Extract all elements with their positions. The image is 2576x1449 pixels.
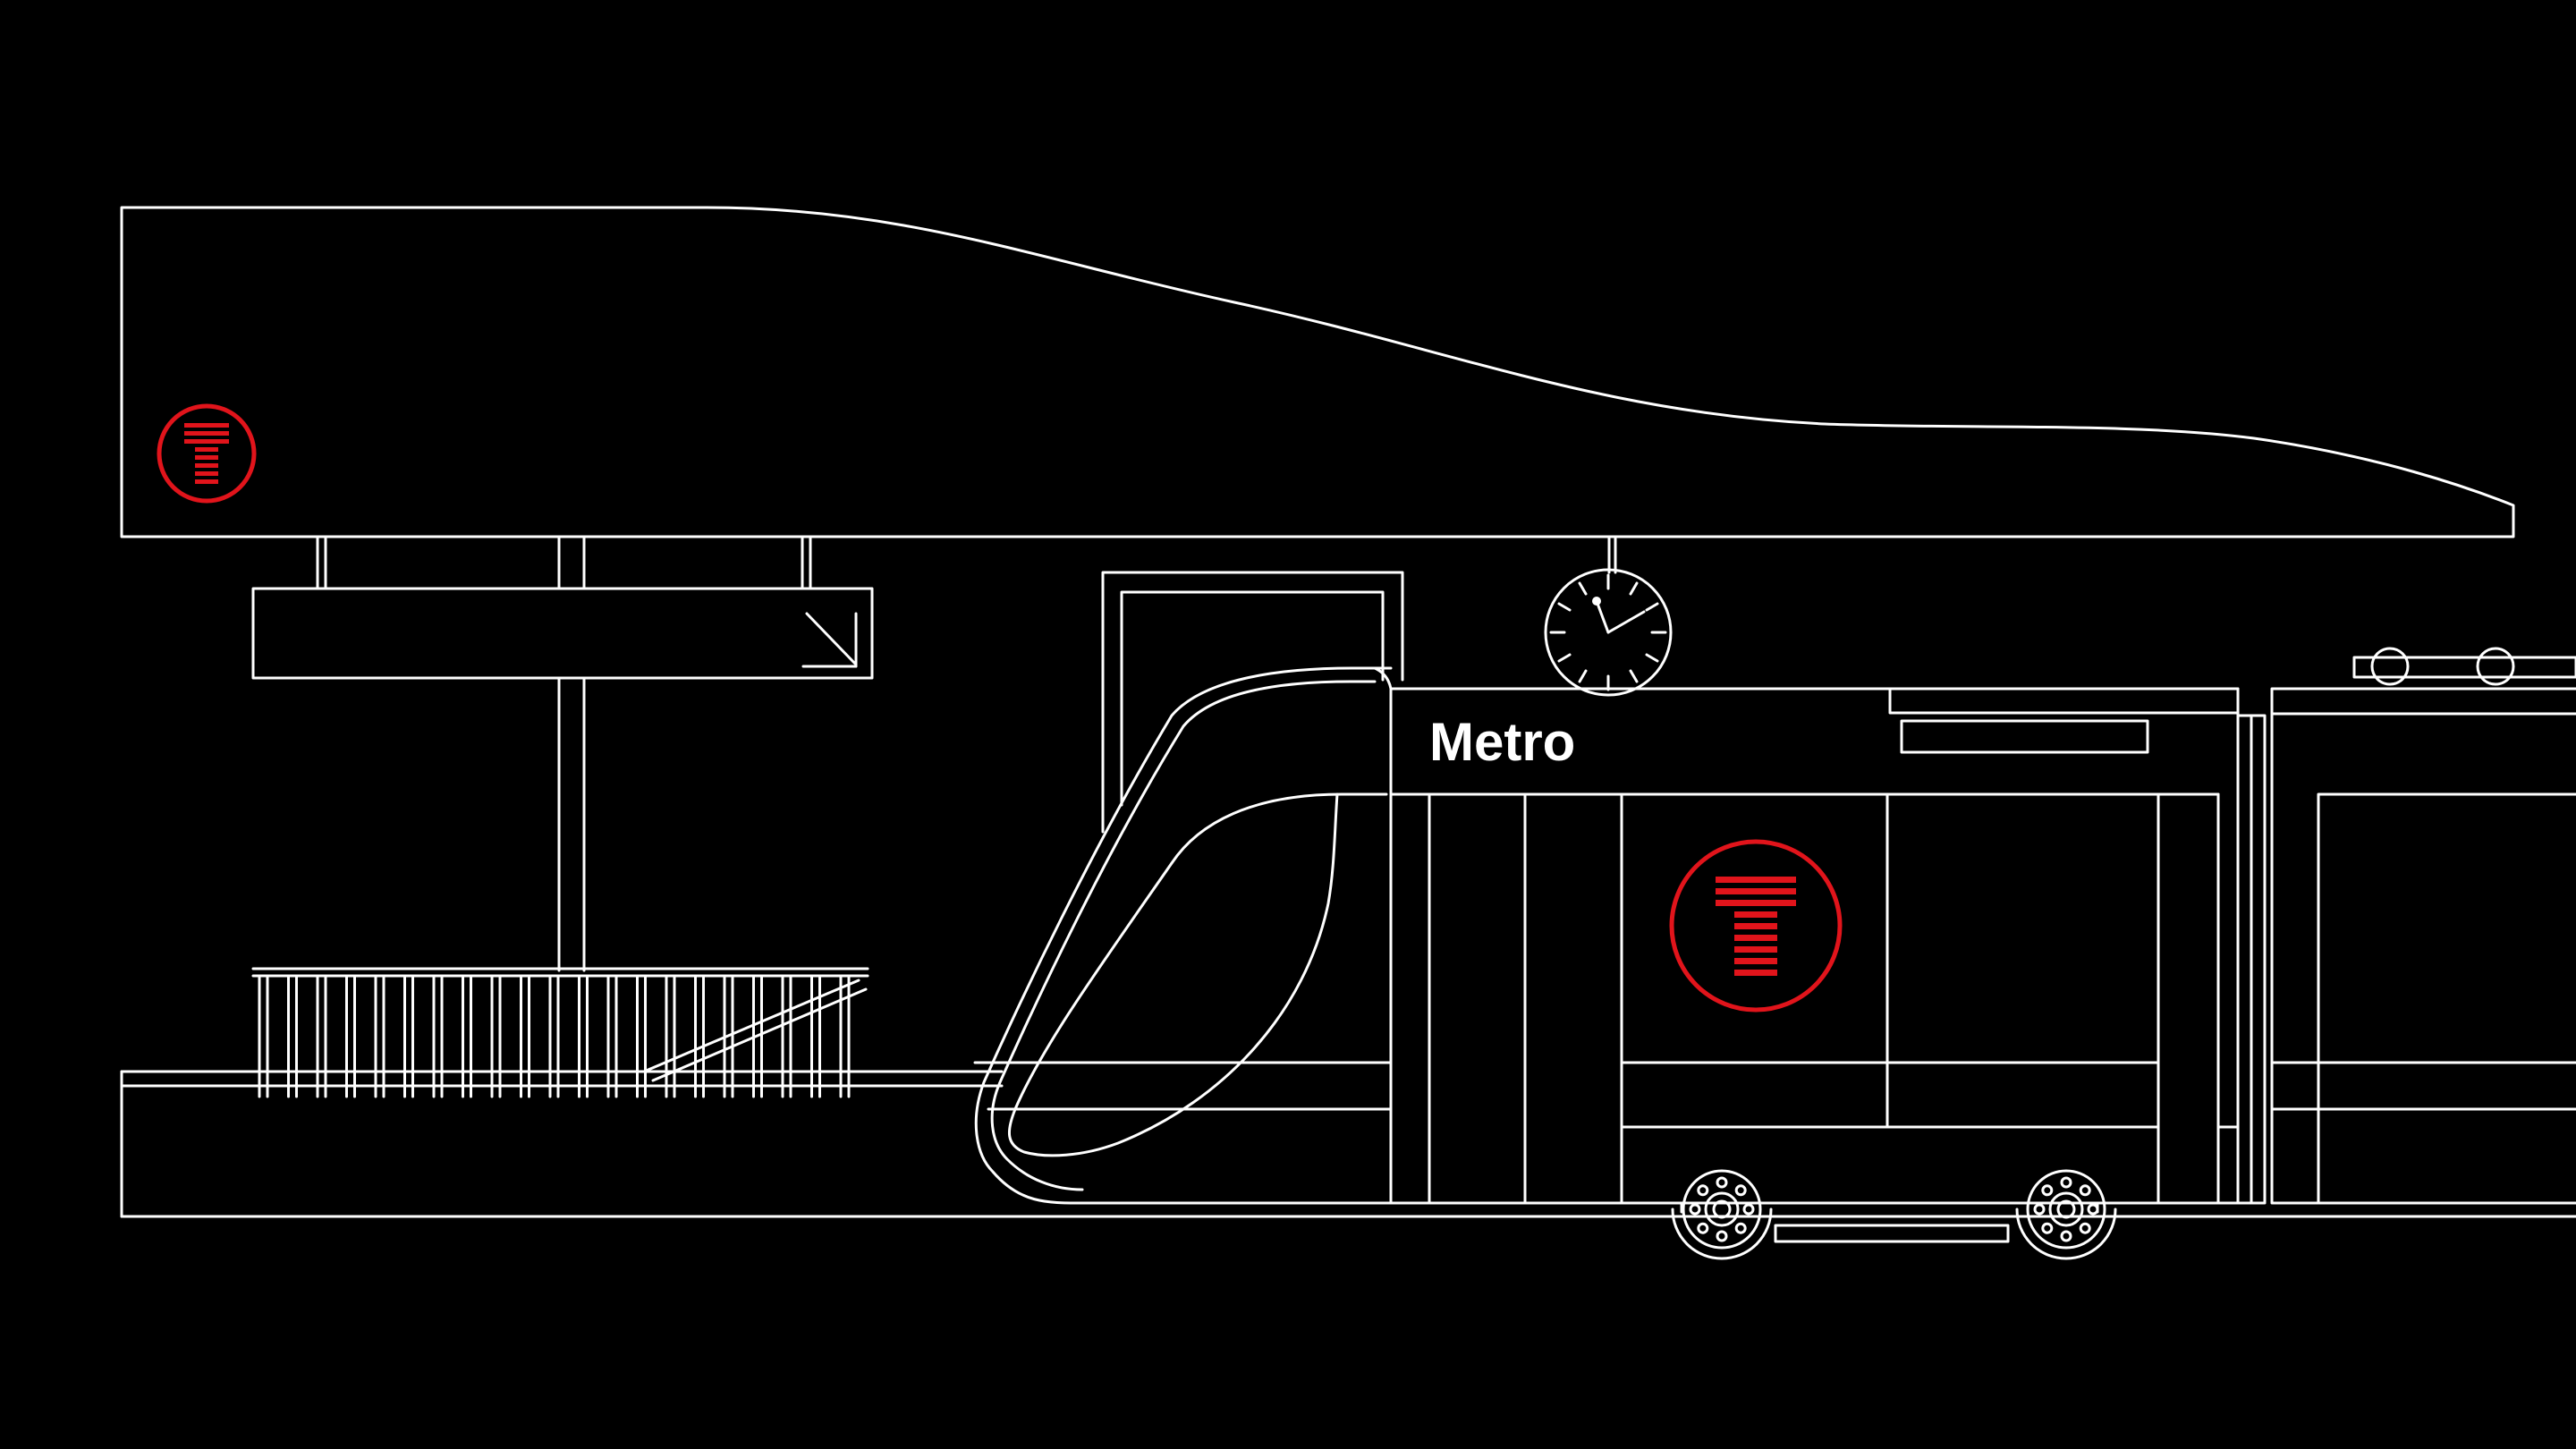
- platform: [120, 1070, 2576, 1218]
- arrow-down-right-icon: [801, 612, 858, 668]
- wheel-icon: [2015, 1169, 2117, 1260]
- station-doorway: [1101, 571, 1404, 834]
- wheel-icon: [1671, 1169, 1773, 1260]
- tram-second-car: [2270, 647, 2576, 1205]
- tram-doors: [1428, 792, 1623, 1205]
- tram-front: [974, 666, 1393, 1205]
- platform-sign: [251, 535, 874, 972]
- platform-railing: [251, 967, 869, 1098]
- tram-bogie: [1671, 1169, 2117, 1260]
- station-canopy: [120, 206, 2515, 538]
- tram-t-logo-icon: [1669, 839, 1843, 1013]
- tram-articulation: [2236, 714, 2267, 1205]
- tram-t-logo-icon: [157, 403, 257, 504]
- tram-label: Metro: [1429, 712, 1575, 772]
